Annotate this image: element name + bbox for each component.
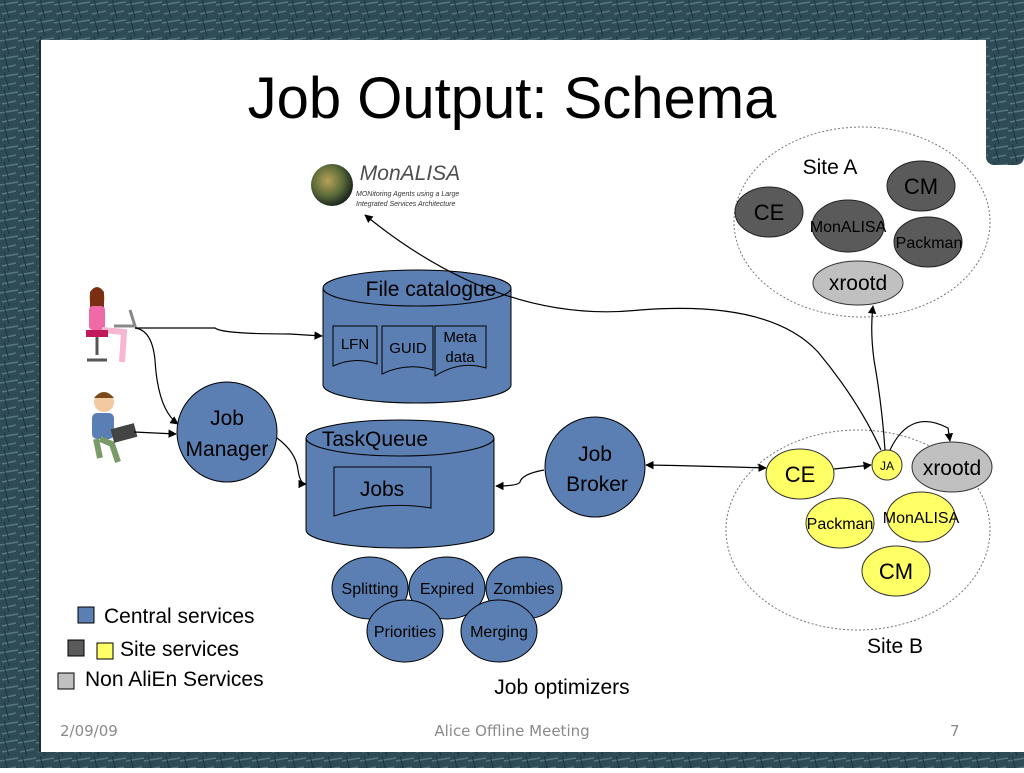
connectors <box>133 214 954 491</box>
monalisa-logo-tagline-1: MONitoring Agents using a Large <box>356 191 459 198</box>
optimizer-merging-label: Merging <box>470 624 528 641</box>
site-b-monalisa-label: MonALISA <box>883 510 960 527</box>
site-a-cm-label: CM <box>904 174 938 199</box>
jobs-label: Jobs <box>360 478 404 501</box>
slide-title: Job Output: Schema <box>248 66 777 131</box>
site-b-ce-node[interactable] <box>765 448 835 500</box>
arrow-user-to-job-manager <box>134 327 179 425</box>
arrow-broker-task-queue <box>495 469 545 491</box>
site-b-cm-node[interactable] <box>861 545 931 597</box>
optimizer-splitting-label: Splitting <box>342 581 399 598</box>
job-manager-label-line2: Manager <box>186 438 269 461</box>
site-b-monalisa-node[interactable] <box>886 491 956 543</box>
site-a-label: Site A <box>803 156 858 179</box>
footer-page-number: 7 <box>950 722 960 740</box>
metadata-label-line1: Meta <box>443 329 477 346</box>
site-b-packman-label: Packman <box>807 516 874 533</box>
site-a-ce-label: CE <box>754 200 785 225</box>
monalisa-logo-name: MonALISA <box>360 162 460 185</box>
site-a-xrootd-label: xrootd <box>829 272 887 295</box>
site-b-ja-label: JA <box>880 459 894 473</box>
metadata-document <box>434 325 487 377</box>
legend-non-alien-swatch <box>57 672 75 690</box>
optimizer-expired-label: Expired <box>420 581 474 598</box>
site-a-monalisa-label: MonALISA <box>810 219 887 236</box>
user-woman-icon <box>86 287 138 363</box>
arrow-ja-to-monalisa <box>364 214 882 451</box>
legend-central-swatch <box>77 606 95 624</box>
site-b-xrootd-node[interactable] <box>911 441 993 493</box>
site-a-monalisa-node[interactable] <box>811 199 885 253</box>
arrow-ce-broker <box>645 460 767 472</box>
guid-document <box>381 325 434 375</box>
optimizer-priorities-label: Priorities <box>374 624 436 641</box>
legend-site-dark-swatch <box>67 639 85 657</box>
legend-site-label: Site services <box>120 638 239 661</box>
metadata-label-line2: data <box>445 349 475 366</box>
file-catalogue-label: File catalogue <box>366 278 497 301</box>
site-a: Site A CM CE MonALISA Packman xrootd <box>733 126 991 318</box>
job-manager[interactable]: Job Manager <box>176 381 278 483</box>
legend: Central services Site services Non AliEn… <box>57 605 264 691</box>
site-b-label: Site B <box>867 635 923 658</box>
site-b-boundary <box>725 429 991 631</box>
user-man-icon <box>92 392 138 463</box>
legend-central-label: Central services <box>104 605 255 628</box>
task-queue-label: TaskQueue <box>322 428 428 451</box>
site-b-ce-label: CE <box>785 462 816 487</box>
arrow-job-manager-to-task-queue <box>276 437 307 489</box>
arrow-ce-to-ja <box>833 461 872 470</box>
site-b-packman-node[interactable] <box>805 497 875 549</box>
jobs-document <box>333 466 432 517</box>
footer-meeting: Alice Offline Meeting <box>434 722 590 740</box>
optimizer-priorities[interactable] <box>366 599 444 663</box>
job-optimizers-label: Job optimizers <box>494 676 629 699</box>
job-broker[interactable]: Job Broker <box>544 416 646 518</box>
job-manager-label-line1: Job <box>210 407 244 430</box>
arrow-man-to-job-manager <box>133 429 177 438</box>
site-b-xrootd-label: xrootd <box>923 457 981 480</box>
site-a-packman-node[interactable] <box>893 216 963 268</box>
monalisa-logo: MonALISA MONitoring Agents using a Large… <box>311 162 460 208</box>
site-a-cm-node[interactable] <box>886 160 956 212</box>
arrow-ja-to-xrootd-a <box>867 305 886 451</box>
lfn-label: LFN <box>341 336 369 353</box>
site-b-ja-node[interactable] <box>871 449 903 481</box>
optimizer-merging[interactable] <box>460 599 538 663</box>
task-queue[interactable]: TaskQueue Jobs <box>305 419 495 549</box>
site-a-ce-node[interactable] <box>734 186 804 238</box>
job-optimizers: Splitting Expired Zombies Priorities Mer… <box>331 556 630 699</box>
arrow-ja-to-xrootd-b <box>889 420 954 451</box>
optimizer-expired[interactable] <box>408 556 486 620</box>
arrow-user-to-file-catalogue <box>135 327 323 340</box>
site-a-packman-label: Packman <box>896 235 963 252</box>
job-broker-label-line1: Job <box>578 443 612 466</box>
site-a-boundary <box>733 126 991 318</box>
guid-label: GUID <box>389 340 427 357</box>
legend-non-alien-label: Non AliEn Services <box>85 668 264 691</box>
optimizer-zombies-label: Zombies <box>493 581 554 598</box>
site-b-cm-label: CM <box>879 559 913 584</box>
monalisa-logo-tagline-2: Integrated Services Architecture <box>356 201 455 208</box>
site-b: CE JA xrootd Packman MonALISA CM Site B <box>725 429 993 658</box>
legend-site-yellow-swatch <box>96 642 114 660</box>
file-catalogue[interactable]: File catalogue LFN GUID Meta data <box>322 269 512 404</box>
globe-icon <box>311 164 353 206</box>
footer-date: 2/09/09 <box>60 722 118 740</box>
site-a-xrootd-node[interactable] <box>812 260 904 306</box>
job-broker-label-line2: Broker <box>566 473 628 496</box>
lfn-document <box>332 325 378 367</box>
